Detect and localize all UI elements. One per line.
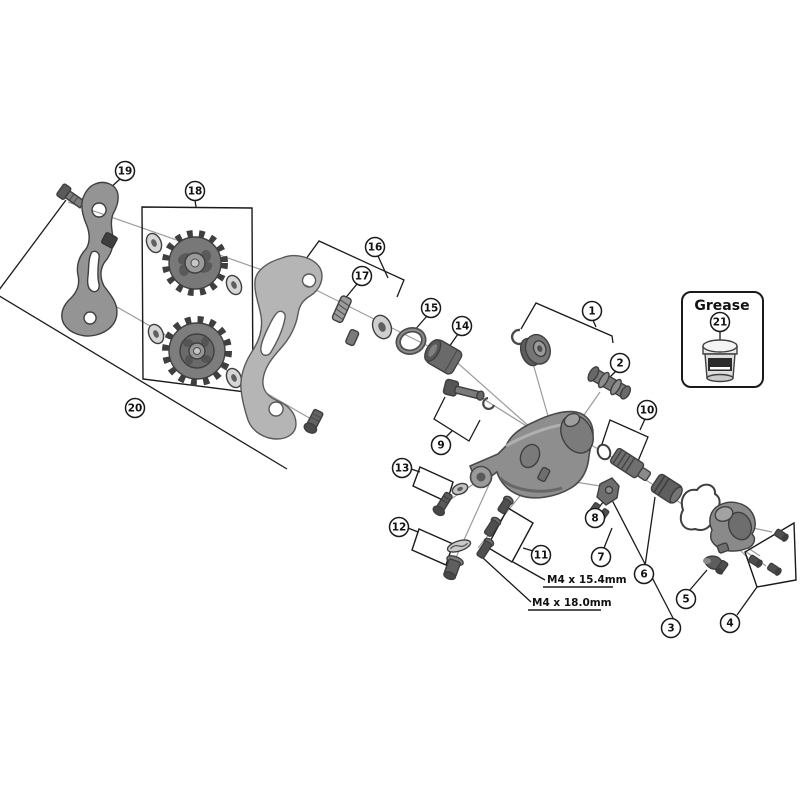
- link-bolt-upper: [432, 482, 469, 517]
- svg-text:2: 2: [616, 358, 623, 370]
- callout-20: 20: [124, 397, 146, 419]
- callout-18: 18: [184, 180, 206, 202]
- callout-9: 9: [430, 434, 452, 456]
- grease-box: Grease: [681, 291, 764, 388]
- bracket-12: [411, 528, 454, 566]
- outer-plate: [61, 181, 119, 337]
- callout-21: 21: [709, 311, 731, 333]
- callout-7: 7: [590, 546, 612, 568]
- svg-text:11: 11: [534, 550, 549, 562]
- leader-m4-short: [512, 561, 546, 581]
- grease-label: Grease: [694, 298, 749, 314]
- plate-bumper: [101, 232, 118, 249]
- size-labels: M4 x 15.4mm M4 x 18.0mm: [528, 574, 627, 611]
- callout-13: 13: [391, 457, 413, 479]
- plug-cap: [650, 473, 683, 504]
- callout-1: 1: [581, 300, 603, 322]
- bracket-axle-unit: [511, 328, 551, 367]
- m4-15-label: M4 x 15.4mm: [547, 574, 627, 586]
- callout-11: 11: [530, 544, 552, 566]
- callout-2: 2: [609, 352, 631, 374]
- callout-19: 19: [114, 160, 136, 182]
- lever-and-screw: [703, 555, 729, 575]
- svg-text:3: 3: [667, 623, 674, 635]
- pulley-washers: [145, 232, 243, 389]
- callout-12: 12: [388, 516, 410, 538]
- svg-text:21: 21: [713, 317, 728, 329]
- callout-6: 6: [633, 563, 655, 585]
- svg-text:14: 14: [455, 321, 470, 333]
- callout-5: 5: [675, 588, 697, 610]
- callout-14: 14: [451, 315, 473, 337]
- leader-7: [603, 527, 613, 549]
- svg-text:17: 17: [355, 271, 370, 283]
- stopper-plate: [442, 378, 496, 411]
- m4-18-label: M4 x 18.0mm: [532, 597, 612, 609]
- cage-pin: [345, 328, 360, 347]
- callout-4: 4: [719, 612, 741, 634]
- svg-text:16: 16: [368, 242, 383, 254]
- svg-text:20: 20: [128, 403, 143, 415]
- adjuster-group: [596, 443, 652, 482]
- bracket-16: [302, 240, 405, 298]
- bracket-9: [433, 396, 481, 442]
- cover-screws: [747, 528, 789, 576]
- inner-plate: [240, 254, 323, 440]
- bracket-10: [600, 419, 649, 467]
- mount-screws: [476, 495, 514, 559]
- barrel-adjuster: [609, 447, 652, 482]
- leader-5: [688, 569, 708, 592]
- guide-pulley: [162, 230, 228, 296]
- group-brackets: [0, 178, 797, 621]
- leader-3: [611, 499, 675, 621]
- svg-text:7: 7: [597, 552, 604, 564]
- svg-text:6: 6: [640, 569, 647, 581]
- cage-spring: [331, 295, 360, 347]
- callout-8: 8: [584, 507, 606, 529]
- link-bolt-lower: [443, 539, 472, 581]
- svg-text:9: 9: [437, 440, 444, 452]
- svg-text:13: 13: [395, 463, 410, 475]
- svg-text:1: 1: [588, 306, 595, 318]
- cage-washer: [371, 314, 393, 340]
- svg-text:18: 18: [188, 186, 203, 198]
- leader-14: [448, 333, 459, 348]
- callout-3: 3: [660, 617, 682, 639]
- callout-17: 17: [351, 265, 373, 287]
- bracket-20: [0, 199, 288, 470]
- o-ring: [596, 443, 612, 461]
- leader-6: [644, 496, 656, 567]
- svg-text:8: 8: [591, 513, 598, 525]
- tension-pulley: [162, 316, 232, 386]
- callout-16: 16: [364, 236, 386, 258]
- svg-text:19: 19: [118, 166, 133, 178]
- callout-15: 15: [420, 297, 442, 319]
- seal-ring: [395, 326, 427, 356]
- cage-cap: [424, 338, 463, 375]
- bracket-1: [520, 302, 614, 344]
- cage-stopper-screw: [303, 408, 324, 434]
- svg-text:15: 15: [424, 303, 439, 315]
- b-axle-bolt: [587, 366, 632, 400]
- svg-text:5: 5: [682, 594, 689, 606]
- callout-10: 10: [636, 399, 658, 421]
- svg-text:10: 10: [640, 405, 655, 417]
- svg-text:12: 12: [392, 522, 407, 534]
- snap-ring-small: [482, 396, 496, 411]
- leader-m4-long: [482, 557, 532, 603]
- cover-unit: [709, 501, 756, 554]
- derailleur-body: [468, 410, 594, 499]
- svg-text:4: 4: [726, 618, 733, 630]
- grease-jar: [702, 339, 738, 383]
- bracket-11: [486, 507, 534, 563]
